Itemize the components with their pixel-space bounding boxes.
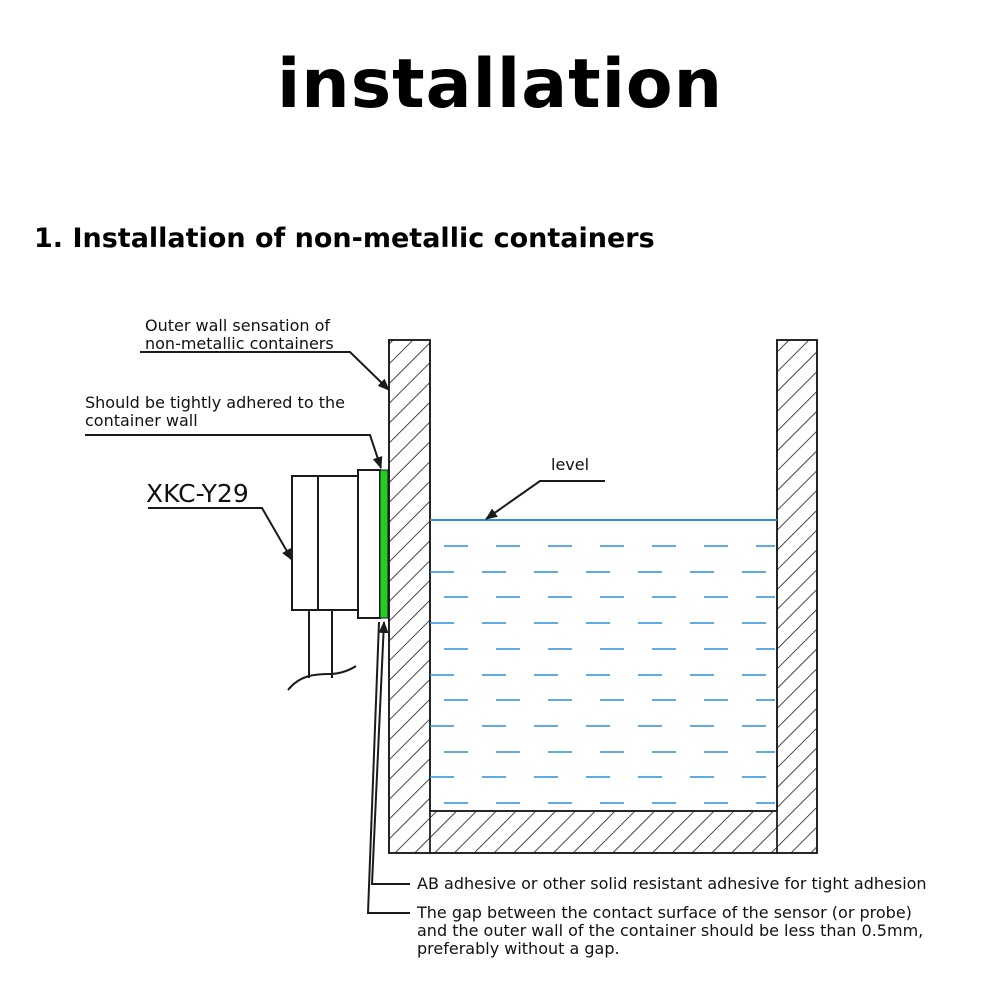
section-title: 1. Installation of non-metallic containe…: [34, 223, 655, 254]
leader-level: [485, 480, 605, 520]
label-gap-line1: The gap between the contact surface of t…: [416, 903, 912, 922]
label-adhered-line1: Should be tightly adhered to the: [85, 393, 345, 412]
label-level: level: [551, 455, 589, 474]
sensor-body-main: [317, 475, 359, 611]
leader-gap: [366, 621, 410, 914]
label-gap-line3: preferably without a gap.: [417, 939, 620, 958]
liquid-dashes: [430, 545, 775, 804]
container: [388, 339, 818, 854]
leader-adhered: [85, 434, 383, 469]
label-adhered-line2: container wall: [85, 411, 198, 430]
page-title: installation: [276, 45, 724, 124]
label-sensor-model: XKC-Y29: [146, 479, 249, 508]
sensor-body-rear: [291, 475, 319, 611]
container-left-wall: [388, 339, 431, 854]
label-outer-wall-line1: Outer wall sensation of: [145, 316, 330, 335]
sensor-xkc-y29: [287, 469, 389, 691]
container-right-wall: [776, 339, 818, 854]
leader-adhesive: [370, 621, 410, 885]
leader-outer-wall: [140, 351, 390, 391]
adhesive-pad: [379, 469, 389, 619]
label-gap-line2: and the outer wall of the container shou…: [417, 921, 923, 940]
liquid: [430, 519, 777, 804]
sensor-contact-face: [357, 469, 381, 619]
leader-lines: [85, 351, 605, 914]
label-outer-wall-line2: non-metallic containers: [145, 334, 334, 353]
label-adhesive: AB adhesive or other solid resistant adh…: [417, 874, 927, 893]
leader-sensor-model: [148, 507, 293, 561]
container-outline: [388, 339, 818, 854]
container-bottom-wall: [429, 810, 778, 854]
sensor-cable-wire: [287, 665, 357, 691]
